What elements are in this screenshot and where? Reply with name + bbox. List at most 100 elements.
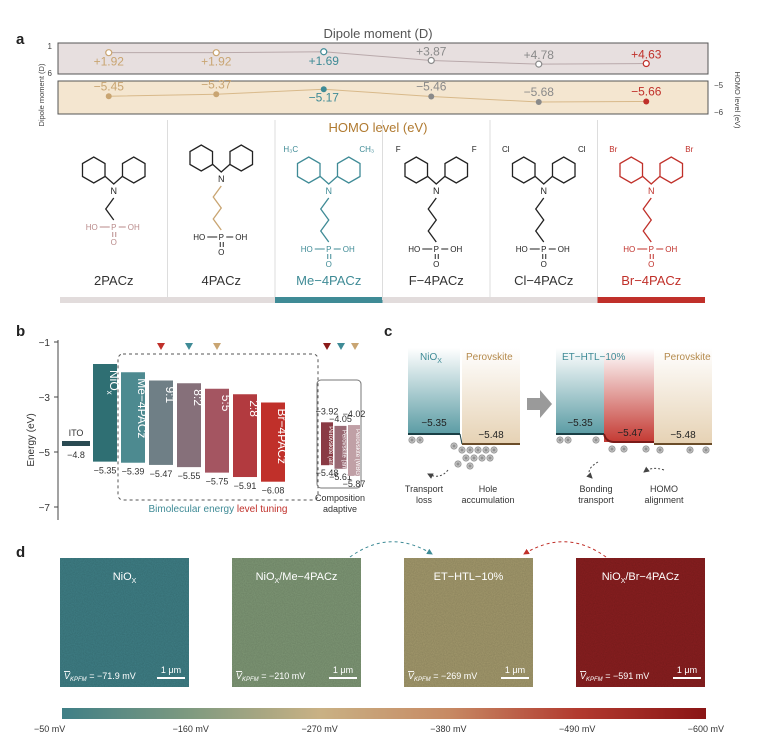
energy-bar-rect (121, 372, 145, 463)
kpfm-title: NiOX (113, 571, 137, 585)
perovskite-bottom-value: −5.87 (343, 479, 366, 489)
panel-d-letter: d (16, 544, 25, 561)
dipole-point (320, 48, 328, 56)
kpfm-value: VKPFM = −269 mV (408, 671, 477, 683)
scale-bar (673, 677, 701, 679)
homo-point (428, 93, 435, 100)
dipole-point (642, 59, 650, 68)
et-htl-block (604, 348, 654, 442)
c-left-v1: −5.35 (421, 418, 447, 429)
perovskite-bottom-value: −5.61 (329, 472, 352, 482)
scale-bar (157, 677, 185, 679)
dipole-tick-top: 1 (48, 42, 53, 51)
pero-label-c-right: Perovskite (664, 352, 711, 363)
energy-bar-value: −5.39 (122, 467, 145, 477)
kpfm-value: VKPFM = −210 mV (236, 671, 305, 683)
energy-bar: NiOx−5.35 (93, 364, 121, 476)
dipole-value-label: +1.92 (201, 55, 232, 69)
dipole-value-label: +1.69 (309, 54, 340, 68)
nitrogen-label: N (111, 186, 118, 196)
dipole-tick-bottom: 6 (48, 69, 53, 78)
perovskite-top-value: −3.92 (316, 406, 339, 416)
benzene-ring (336, 156, 361, 184)
homo-value-label: −5.45 (94, 79, 125, 93)
molecule-name: 2PACz (94, 273, 134, 288)
perovskite-bottom-value: −5.48 (316, 468, 339, 478)
ito-bar (62, 441, 90, 446)
energy-bar-value: −5.75 (206, 477, 229, 487)
energy-bar-value: −5.91 (234, 481, 257, 491)
benzene-ring (121, 156, 146, 184)
dipole-value-label: +1.92 (94, 55, 125, 69)
dipole-axis-label: Dipole moment (D) (37, 63, 46, 126)
phos-o: O (433, 260, 439, 269)
homo-axis-label: HOMO level (eV) (733, 71, 742, 129)
c-right-note2b: alignment (644, 495, 684, 505)
substituent-right: F (472, 145, 477, 154)
phos-o: O (541, 260, 547, 269)
energy-bar-label: NiOx (105, 370, 121, 395)
colorbar-tick-label: −160 mV (173, 724, 209, 734)
dipole-series: +1.92+1.92+1.69+3.87+4.78+4.63 (94, 44, 662, 68)
c-right-note2a: HOMO (650, 484, 678, 494)
homo-point (105, 93, 112, 100)
energy-axis-label: Energy (eV) (26, 413, 37, 466)
nio-block (408, 348, 460, 434)
colorbar (62, 708, 706, 719)
benzene-ring (296, 156, 321, 184)
panel-c: c NiOX Perovskite −5.35 −5.48 Transport … (384, 323, 712, 505)
alkyl-chain (319, 197, 330, 243)
substituent-left: F (396, 145, 401, 154)
energy-tick-label: −5 (39, 448, 51, 459)
energy-tick-label: −7 (39, 503, 51, 514)
alkyl-chain (427, 197, 438, 243)
perovskite-bar: Perovskite (anti-free)−4.05−5.61 (329, 414, 352, 486)
dipole-point (427, 56, 435, 65)
perovskite-label: Perovskite (anti-solv) (327, 426, 333, 482)
homo-value-label: −5.17 (309, 90, 340, 104)
nitrogen-label: N (218, 174, 225, 184)
substituent-right: Cl (578, 145, 586, 154)
energy-bar: 9:1−5.47 (149, 380, 177, 479)
nitrogen-label: N (433, 186, 440, 196)
kpfm-title: NiOX/Me−4PACz (256, 571, 338, 585)
ito-value: −4.8 (67, 450, 85, 460)
homo-band (57, 80, 709, 115)
dipole-point (105, 49, 113, 57)
energy-bar-value: −5.55 (178, 471, 201, 481)
perovskite-rect (334, 425, 347, 469)
phos-oh: OH (665, 245, 677, 254)
benzene-ring (229, 144, 254, 172)
energy-bar-rect (149, 380, 173, 465)
phos-o: O (326, 260, 332, 269)
phos-oh: OH (343, 245, 355, 254)
energy-bar-rect (261, 402, 285, 482)
transition-arrow (527, 390, 552, 418)
adaptive-box (316, 379, 362, 489)
colorbar-tick-label: −600 mV (688, 724, 724, 734)
kpfm-title: NiOX/Br−4PACz (602, 571, 680, 585)
phos-ho: HO (86, 223, 98, 232)
marker-triangles (157, 343, 359, 350)
hole-dots-left (408, 436, 498, 470)
colorbar-tick-label: −50 mV (34, 724, 65, 734)
energy-bar-label: 8:2 (191, 389, 205, 406)
homo-tick-top: −5 (714, 81, 724, 90)
nitrogen-label: N (648, 186, 655, 196)
kpfm-image: ET−HTL−10%VKPFM = −269 mV1 μm (404, 558, 533, 687)
homo-value-label: −5.37 (201, 77, 232, 91)
dipole-title: Dipole moment (D) (323, 26, 432, 41)
substituent-right: CH₃ (359, 145, 374, 154)
perovskite-rect (321, 422, 333, 466)
alkyl-chain (642, 197, 653, 243)
dipole-point (535, 60, 543, 68)
molecule-name: Me−4PACz (296, 273, 361, 288)
energy-bar-value: −5.47 (150, 469, 173, 479)
c-right-note1a: Bonding (579, 484, 612, 494)
c-right-note1b: transport (578, 495, 614, 505)
